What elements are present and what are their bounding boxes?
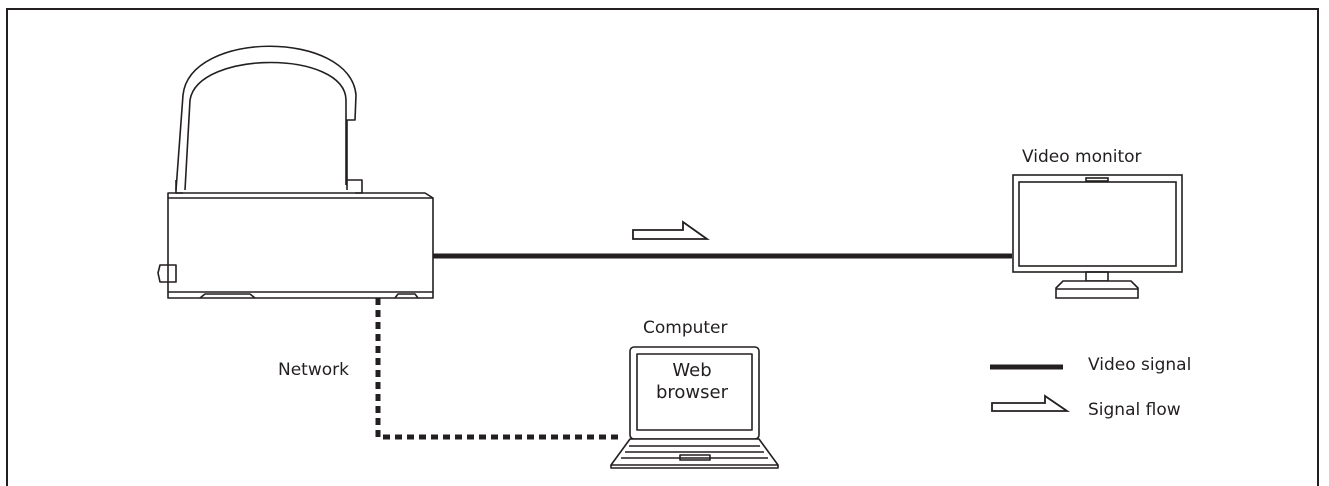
network-line <box>375 298 622 440</box>
browser-label: browser <box>655 382 729 403</box>
laptop-screen-text: Web browser <box>638 360 746 404</box>
legend-video-signal-label: Video signal <box>1088 355 1192 375</box>
legend-signal-flow-label: Signal flow <box>1088 400 1181 420</box>
diagram-frame <box>6 8 1319 486</box>
ptz-camera <box>157 45 434 299</box>
computer-label: Computer <box>643 318 728 338</box>
video-monitor <box>1012 174 1183 299</box>
web-label: Web <box>672 360 712 381</box>
legend-signal-flow-arrow-icon <box>991 394 1070 412</box>
signal-flow-arrow-icon <box>632 220 710 240</box>
network-label: Network <box>278 360 349 380</box>
video-monitor-label: Video monitor <box>1022 147 1142 167</box>
laptop-computer <box>610 346 779 469</box>
